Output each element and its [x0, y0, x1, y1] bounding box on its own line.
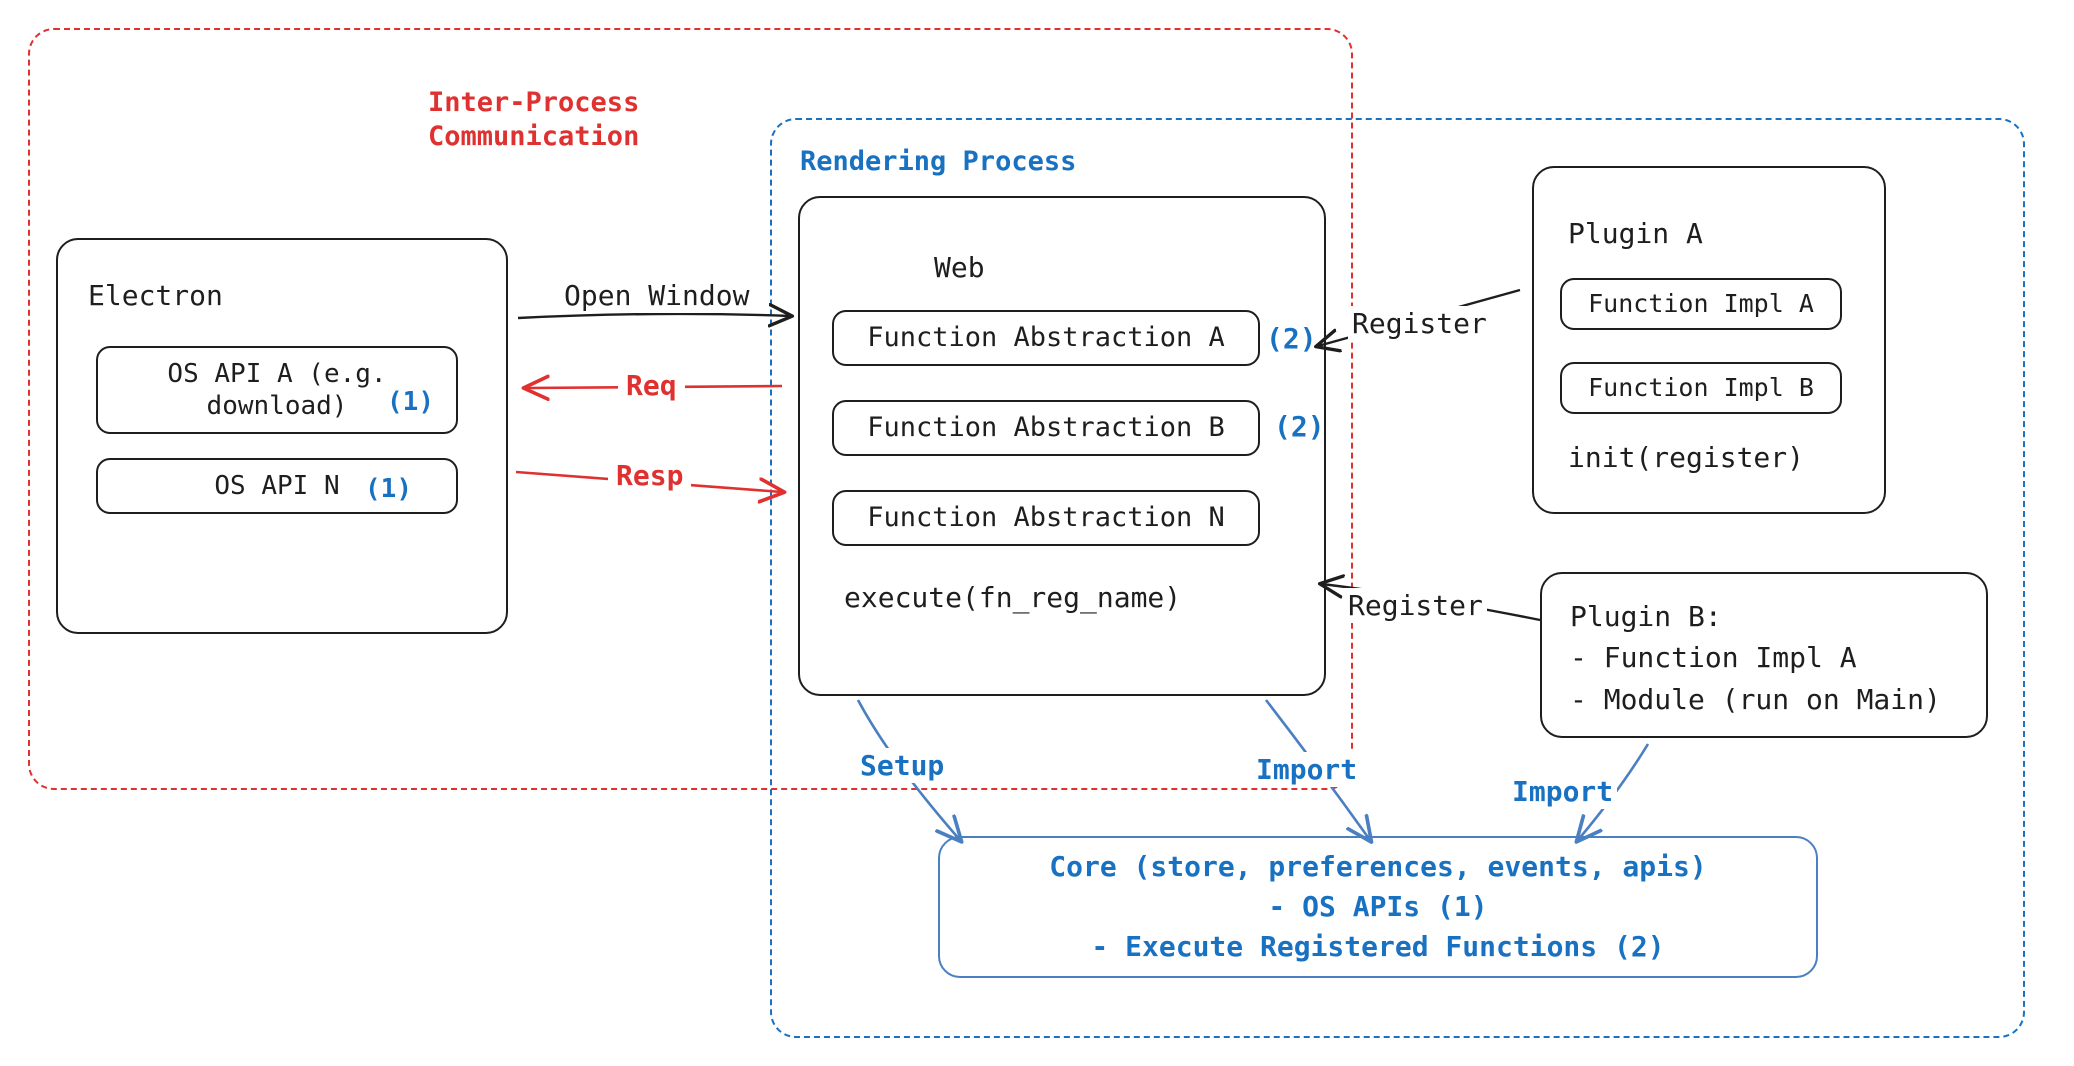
- node-web-footer: execute(fn_reg_name): [844, 581, 1182, 614]
- edge-label-register-bottom: Register: [1344, 588, 1487, 624]
- node-electron-title: Electron: [88, 279, 223, 312]
- function-abstraction-n-box[interactable]: Function Abstraction N: [832, 490, 1260, 546]
- node-plugin-b-lines: Plugin B: - Function Impl A - Module (ru…: [1570, 600, 1941, 716]
- os-api-n-label: OS API N: [214, 470, 340, 501]
- edge-label-import-plugin-b: Import: [1508, 774, 1618, 810]
- function-abstraction-a-label: Function Abstraction A: [867, 322, 1225, 354]
- node-plugin-a-footer: init(register): [1568, 441, 1805, 474]
- function-impl-a-label: Function Impl A: [1588, 289, 1814, 319]
- edge-label-setup: Setup: [856, 748, 949, 784]
- os-api-a-tag: (1): [387, 386, 434, 417]
- edge-label-open-window: Open Window: [560, 278, 754, 314]
- node-plugin-a-title: Plugin A: [1568, 217, 1703, 250]
- function-impl-b-label: Function Impl B: [1588, 373, 1814, 403]
- region-rendering-process-label: Rendering Process: [800, 146, 1077, 177]
- node-core[interactable]: Core (store, preferences, events, apis) …: [938, 836, 1818, 978]
- function-abstraction-b-box[interactable]: Function Abstraction B: [832, 400, 1260, 456]
- function-impl-b-box[interactable]: Function Impl B: [1560, 362, 1842, 414]
- function-abstraction-a-box[interactable]: Function Abstraction A: [832, 310, 1260, 366]
- function-abstraction-n-label: Function Abstraction N: [867, 502, 1225, 534]
- core-line-1: Core (store, preferences, events, apis): [1049, 850, 1707, 884]
- node-web-title: Web: [934, 251, 985, 284]
- core-line-2: - OS APIs (1): [1268, 890, 1488, 924]
- function-impl-a-box[interactable]: Function Impl A: [1560, 278, 1842, 330]
- edge-label-req: Req: [618, 368, 685, 404]
- function-abstraction-b-label: Function Abstraction B: [867, 412, 1225, 444]
- function-abstraction-a-tag: (2): [1266, 322, 1317, 355]
- region-rendering-process: [770, 118, 2025, 1038]
- region-ipc-label: Inter-Process Communication: [428, 87, 640, 153]
- function-abstraction-b-tag: (2): [1274, 410, 1325, 443]
- node-plugin-a[interactable]: [1532, 166, 1886, 514]
- os-api-n-box[interactable]: OS API N (1): [96, 458, 458, 514]
- node-plugin-b[interactable]: [1540, 572, 1988, 738]
- os-api-n-tag: (1): [365, 474, 412, 504]
- os-api-a-box[interactable]: OS API A (e.g. download) (1): [96, 346, 458, 434]
- region-inter-process-communication: [28, 28, 1353, 790]
- edge-label-register-top: Register: [1348, 306, 1491, 342]
- edge-label-resp: Resp: [608, 458, 692, 494]
- core-line-3: - Execute Registered Functions (2): [1091, 929, 1665, 963]
- node-electron[interactable]: [56, 238, 508, 634]
- os-api-a-label: OS API A (e.g. download): [167, 358, 387, 422]
- edge-label-import-web: Import: [1252, 752, 1362, 788]
